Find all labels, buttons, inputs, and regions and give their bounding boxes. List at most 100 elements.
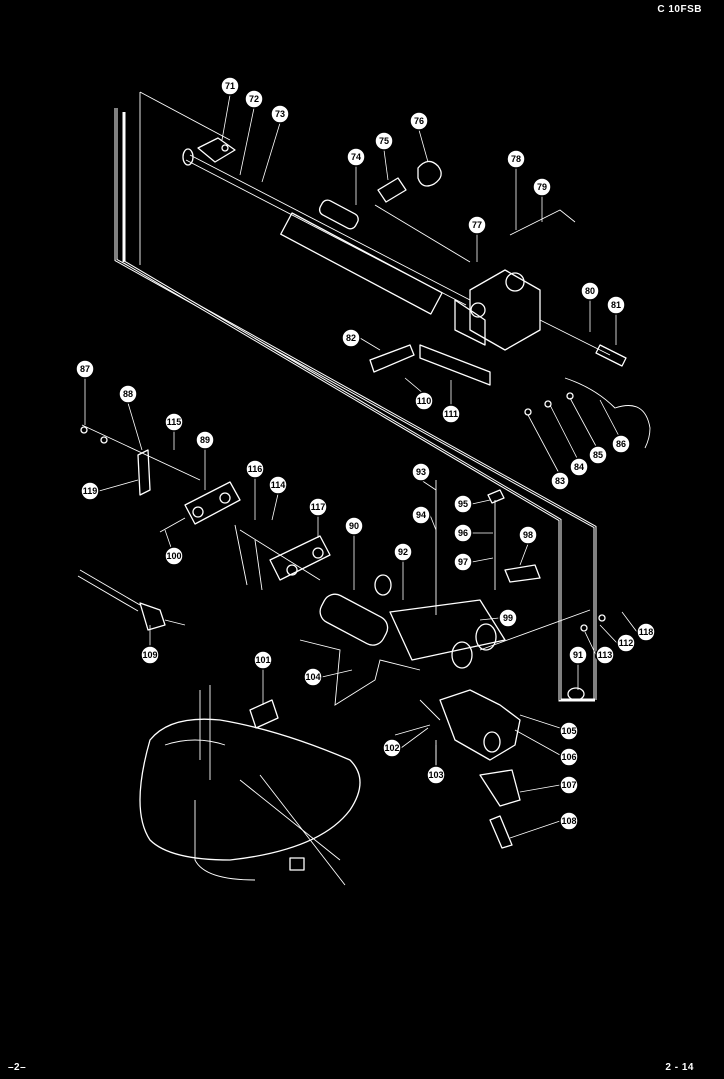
svg-text:117: 117 bbox=[311, 502, 326, 512]
callout-94: 94 bbox=[411, 505, 437, 531]
svg-text:106: 106 bbox=[561, 752, 576, 762]
callout-72: 72 bbox=[239, 89, 264, 176]
svg-text:110: 110 bbox=[417, 396, 432, 406]
svg-text:73: 73 bbox=[275, 109, 285, 119]
callout-97: 97 bbox=[453, 552, 494, 572]
svg-text:91: 91 bbox=[573, 650, 583, 660]
svg-text:99: 99 bbox=[503, 613, 513, 623]
callout-86: 86 bbox=[599, 399, 631, 454]
svg-text:87: 87 bbox=[80, 364, 90, 374]
svg-text:108: 108 bbox=[561, 816, 576, 826]
svg-text:94: 94 bbox=[416, 510, 426, 520]
svg-text:96: 96 bbox=[458, 528, 468, 538]
callout-108: 108 bbox=[509, 811, 579, 839]
callout-73: 73 bbox=[261, 104, 290, 183]
callout-102: 102 bbox=[382, 727, 429, 758]
callout-113: 113 bbox=[584, 631, 615, 665]
svg-text:79: 79 bbox=[537, 182, 547, 192]
frame-outline bbox=[114, 91, 597, 702]
middle-arm-assembly bbox=[77, 424, 606, 701]
svg-text:77: 77 bbox=[472, 220, 482, 230]
svg-text:107: 107 bbox=[561, 780, 576, 790]
callout-115: 115 bbox=[164, 412, 184, 450]
svg-text:92: 92 bbox=[398, 547, 408, 557]
callout-91: 91 bbox=[568, 645, 588, 690]
svg-text:114: 114 bbox=[271, 480, 286, 490]
svg-text:104: 104 bbox=[305, 672, 320, 682]
svg-text:112: 112 bbox=[619, 638, 634, 648]
svg-text:90: 90 bbox=[349, 521, 359, 531]
svg-text:88: 88 bbox=[123, 389, 133, 399]
callout-82: 82 bbox=[341, 328, 381, 351]
svg-text:100: 100 bbox=[166, 551, 181, 561]
callout-110: 110 bbox=[404, 377, 434, 411]
callout-100: 100 bbox=[164, 529, 184, 566]
upper-rod-assembly bbox=[182, 137, 651, 449]
callout-77: 77 bbox=[467, 215, 487, 262]
svg-text:72: 72 bbox=[249, 94, 259, 104]
callout-112: 112 bbox=[599, 624, 636, 653]
svg-text:113: 113 bbox=[598, 650, 613, 660]
svg-text:89: 89 bbox=[200, 435, 210, 445]
callout-101: 101 bbox=[253, 650, 273, 705]
callout-90: 90 bbox=[344, 516, 364, 590]
saw-base-body bbox=[139, 639, 521, 886]
callout-96: 96 bbox=[453, 523, 493, 543]
svg-text:75: 75 bbox=[379, 136, 389, 146]
svg-text:76: 76 bbox=[414, 116, 424, 126]
svg-text:74: 74 bbox=[351, 152, 361, 162]
svg-text:105: 105 bbox=[561, 726, 576, 736]
callout-79: 79 bbox=[532, 177, 552, 222]
callout-103: 103 bbox=[426, 745, 446, 785]
svg-text:81: 81 bbox=[611, 300, 621, 310]
svg-text:86: 86 bbox=[616, 439, 626, 449]
callout-75: 75 bbox=[374, 131, 394, 181]
callout-92: 92 bbox=[393, 542, 413, 600]
svg-text:101: 101 bbox=[255, 655, 270, 665]
callout-74: 74 bbox=[346, 147, 366, 205]
svg-text:118: 118 bbox=[639, 627, 654, 637]
svg-text:84: 84 bbox=[574, 462, 584, 472]
callout-119: 119 bbox=[80, 479, 139, 501]
callout-99: 99 bbox=[479, 608, 518, 628]
callout-118: 118 bbox=[621, 611, 656, 642]
svg-text:115: 115 bbox=[167, 417, 182, 427]
callout-83: 83 bbox=[527, 414, 570, 491]
callout-114: 114 bbox=[268, 475, 288, 521]
svg-text:97: 97 bbox=[458, 557, 468, 567]
callout-80: 80 bbox=[580, 281, 600, 332]
page-number-left: –2– bbox=[8, 1062, 27, 1073]
callouts: 71 72 73 74 75 76 77 78 79 80 81 82 83 8… bbox=[75, 76, 656, 839]
callout-104: 104 bbox=[303, 667, 353, 687]
svg-text:93: 93 bbox=[416, 467, 426, 477]
svg-text:80: 80 bbox=[585, 286, 595, 296]
callout-106: 106 bbox=[514, 729, 579, 767]
callout-81: 81 bbox=[606, 295, 626, 345]
svg-text:82: 82 bbox=[346, 333, 356, 343]
callout-116: 116 bbox=[245, 459, 265, 520]
callout-93: 93 bbox=[411, 462, 437, 491]
callout-98: 98 bbox=[518, 525, 538, 566]
callout-111: 111 bbox=[441, 380, 461, 424]
callout-76: 76 bbox=[409, 111, 429, 163]
callout-84: 84 bbox=[549, 404, 589, 477]
svg-text:109: 109 bbox=[142, 650, 157, 660]
svg-text:111: 111 bbox=[444, 409, 458, 419]
model-number: C 10FSB bbox=[657, 4, 702, 15]
callout-88: 88 bbox=[118, 384, 143, 451]
callout-117: 117 bbox=[308, 497, 328, 538]
callout-85: 85 bbox=[569, 397, 608, 465]
callout-78: 78 bbox=[506, 149, 526, 230]
page-number-right: 2 - 14 bbox=[665, 1062, 694, 1073]
svg-text:83: 83 bbox=[555, 476, 565, 486]
callout-87: 87 bbox=[75, 359, 95, 425]
svg-text:71: 71 bbox=[225, 81, 235, 91]
callout-107: 107 bbox=[519, 775, 579, 795]
callout-89: 89 bbox=[195, 430, 215, 490]
svg-text:103: 103 bbox=[428, 770, 443, 780]
callout-95: 95 bbox=[453, 494, 491, 514]
svg-text:119: 119 bbox=[83, 486, 98, 496]
svg-text:95: 95 bbox=[458, 499, 468, 509]
callout-71: 71 bbox=[220, 76, 240, 141]
